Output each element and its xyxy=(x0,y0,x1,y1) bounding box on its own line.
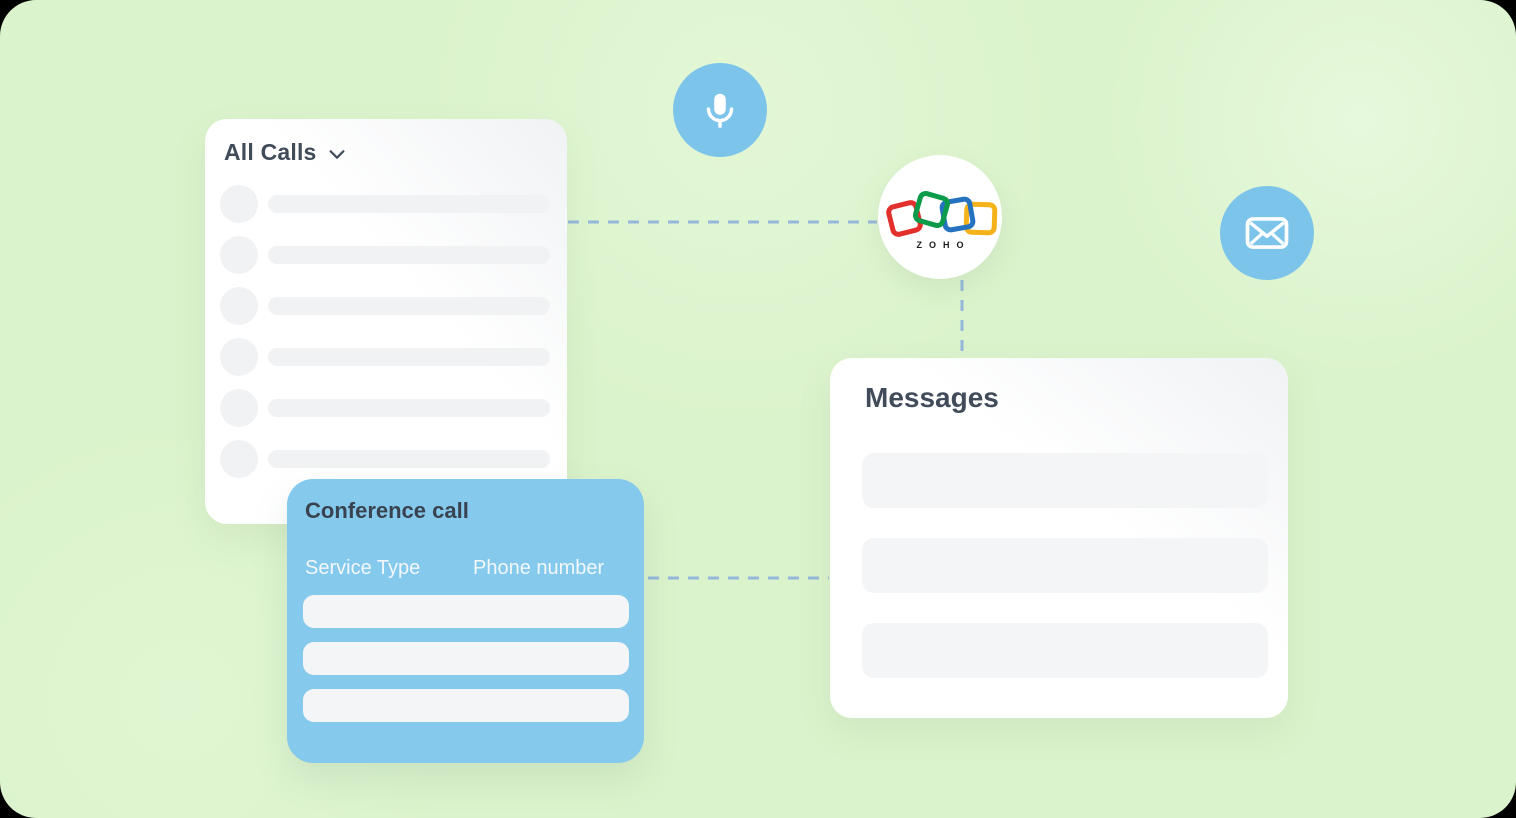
mail-badge xyxy=(1220,186,1314,280)
message-placeholder xyxy=(862,623,1268,678)
call-list xyxy=(220,185,550,478)
envelope-icon xyxy=(1245,217,1289,249)
all-calls-label: All Calls xyxy=(224,139,317,165)
phone-number-column-header: Phone number xyxy=(473,557,605,579)
messages-title: Messages xyxy=(865,382,999,413)
avatar-placeholder xyxy=(220,440,258,478)
call-list-item xyxy=(220,236,550,274)
microphone-icon xyxy=(706,93,734,129)
avatar-placeholder xyxy=(220,287,258,325)
all-calls-card: All Calls xyxy=(205,119,567,524)
message-placeholder xyxy=(862,453,1268,508)
text-placeholder xyxy=(268,195,550,213)
avatar-placeholder xyxy=(220,236,258,274)
call-list-item xyxy=(220,185,550,223)
conference-field-list xyxy=(303,595,629,722)
text-placeholder xyxy=(268,399,550,417)
call-list-item xyxy=(220,440,550,478)
message-placeholder xyxy=(862,538,1268,593)
zoho-wordmark: ZOHO xyxy=(916,239,971,250)
call-list-item xyxy=(220,389,550,427)
chevron-down-icon xyxy=(329,150,345,159)
avatar-placeholder xyxy=(220,185,258,223)
call-list-item xyxy=(220,287,550,325)
conference-call-card: Conference call Service Type Phone numbe… xyxy=(287,479,644,763)
voice-badge xyxy=(673,63,767,157)
avatar-placeholder xyxy=(220,338,258,376)
call-list-item xyxy=(220,338,550,376)
text-placeholder xyxy=(268,450,550,468)
zoho-logo-icon xyxy=(884,188,998,239)
service-type-column-header: Service Type xyxy=(305,557,421,579)
messages-card: Messages xyxy=(830,358,1288,718)
text-placeholder xyxy=(268,246,550,264)
conference-call-title: Conference call xyxy=(305,498,469,523)
conference-input-field[interactable] xyxy=(303,595,629,628)
zoho-logo-badge: ZOHO xyxy=(878,155,1002,279)
message-list xyxy=(862,453,1268,678)
conference-input-field[interactable] xyxy=(303,642,629,675)
conference-input-field[interactable] xyxy=(303,689,629,722)
text-placeholder xyxy=(268,297,550,315)
all-calls-dropdown[interactable]: All Calls xyxy=(224,139,348,166)
avatar-placeholder xyxy=(220,389,258,427)
text-placeholder xyxy=(268,348,550,366)
